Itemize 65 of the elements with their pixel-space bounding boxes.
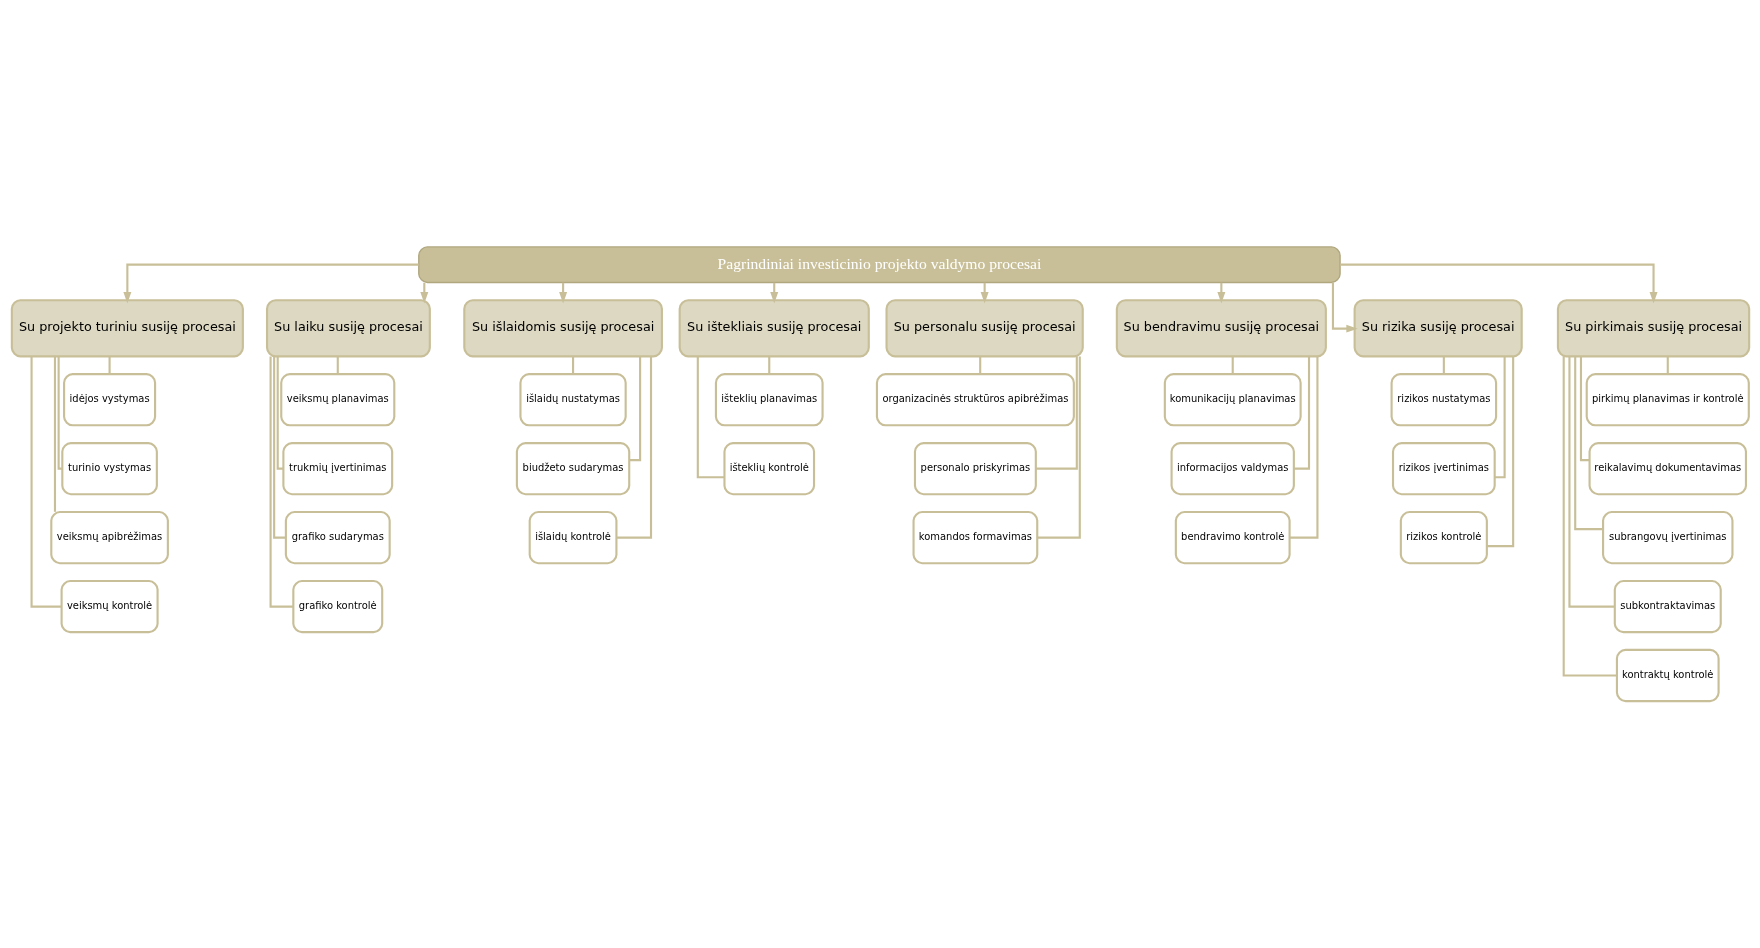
node-box: komunikacijų planavimas: [1163, 373, 1302, 427]
node-box: organizacinės struktūros apibrėžimas: [875, 373, 1075, 427]
node-box: kontraktų kontrolė: [1615, 648, 1720, 703]
connector: [108, 356, 111, 374]
node-box: rizikos nustatymas: [1390, 373, 1497, 427]
connector: [767, 356, 770, 374]
connector: [1486, 356, 1514, 548]
connector: [53, 356, 56, 512]
node-box: išlaidų kontrolė: [528, 510, 617, 565]
node-box: personalo priskyrimas: [913, 442, 1037, 496]
connector: [696, 356, 724, 479]
node-box: komandos formavimas: [912, 510, 1038, 565]
node-box: Su bendravimu susiję procesai: [1115, 299, 1327, 358]
node-box: veiksmų planavimas: [279, 373, 395, 427]
connector: [978, 356, 981, 374]
connector: [1562, 356, 1617, 677]
node-box: išlaidų nustatymas: [518, 373, 627, 427]
connector: [571, 356, 574, 374]
connector: [1579, 356, 1589, 462]
connector: [30, 356, 61, 608]
connector: [1442, 356, 1445, 374]
connector: [1666, 356, 1669, 374]
connector: [272, 356, 286, 539]
node-box: išteklių planavimas: [714, 373, 824, 427]
node-box: išteklių kontrolė: [722, 442, 815, 496]
node-box: veiksmų kontrolė: [60, 579, 159, 634]
node-box: Su personalu susiję procesai: [884, 299, 1084, 358]
node-box: biudžeto sudarymas: [515, 442, 630, 496]
connector: [1567, 356, 1615, 608]
connector: [1494, 356, 1506, 479]
node-box: Su išlaidomis susiję procesai: [462, 299, 663, 358]
node-box: Su laiku susiję procesai: [265, 299, 431, 358]
connector: [1293, 356, 1310, 470]
connector: [1035, 356, 1078, 470]
connector: [1231, 356, 1234, 374]
node-box: turinio vystymas: [60, 442, 158, 496]
node-box: idėjos vystymas: [62, 373, 156, 427]
connector: [628, 356, 641, 462]
connector: [336, 356, 339, 374]
node-box: subrangovų įvertinimas: [1601, 510, 1733, 565]
connector: [1573, 356, 1603, 531]
arrow: [1331, 282, 1358, 333]
node-box: Su pirkimais susiję procesai: [1556, 299, 1750, 358]
arrow: [1339, 263, 1658, 304]
node-box: Su rizika susiję procesai: [1353, 299, 1523, 358]
connector: [57, 356, 62, 470]
node-box: Su ištekliais susiję procesai: [678, 299, 870, 358]
arrow: [122, 263, 419, 304]
connector: [616, 356, 652, 539]
node-box: grafiko kontrolė: [291, 579, 383, 634]
node-box: trukmių įvertinimas: [281, 442, 393, 496]
node-box: rizikos įvertinimas: [1391, 442, 1496, 496]
node-box: informacijos valdymas: [1170, 442, 1295, 496]
node-box: grafiko sudarymas: [284, 510, 391, 565]
connector: [1289, 356, 1318, 539]
node-box: Su projekto turiniu susiję procesai: [10, 299, 244, 358]
node-box: veiksmų apibrėžimas: [49, 510, 169, 565]
connector: [1036, 356, 1081, 539]
node-box: pirkimų planavimas ir kontrolė: [1585, 373, 1750, 427]
node-box: rizikos kontrolė: [1399, 510, 1488, 565]
node-box: reikalavimų dokumentavimas: [1588, 442, 1747, 496]
node-box: bendravimo kontrolė: [1174, 510, 1291, 565]
node-box: Pagrindiniai investicinio projekto valdymo procesai: [417, 246, 1341, 284]
node-box: subkontraktavimas: [1613, 579, 1722, 634]
connector: [276, 356, 283, 470]
